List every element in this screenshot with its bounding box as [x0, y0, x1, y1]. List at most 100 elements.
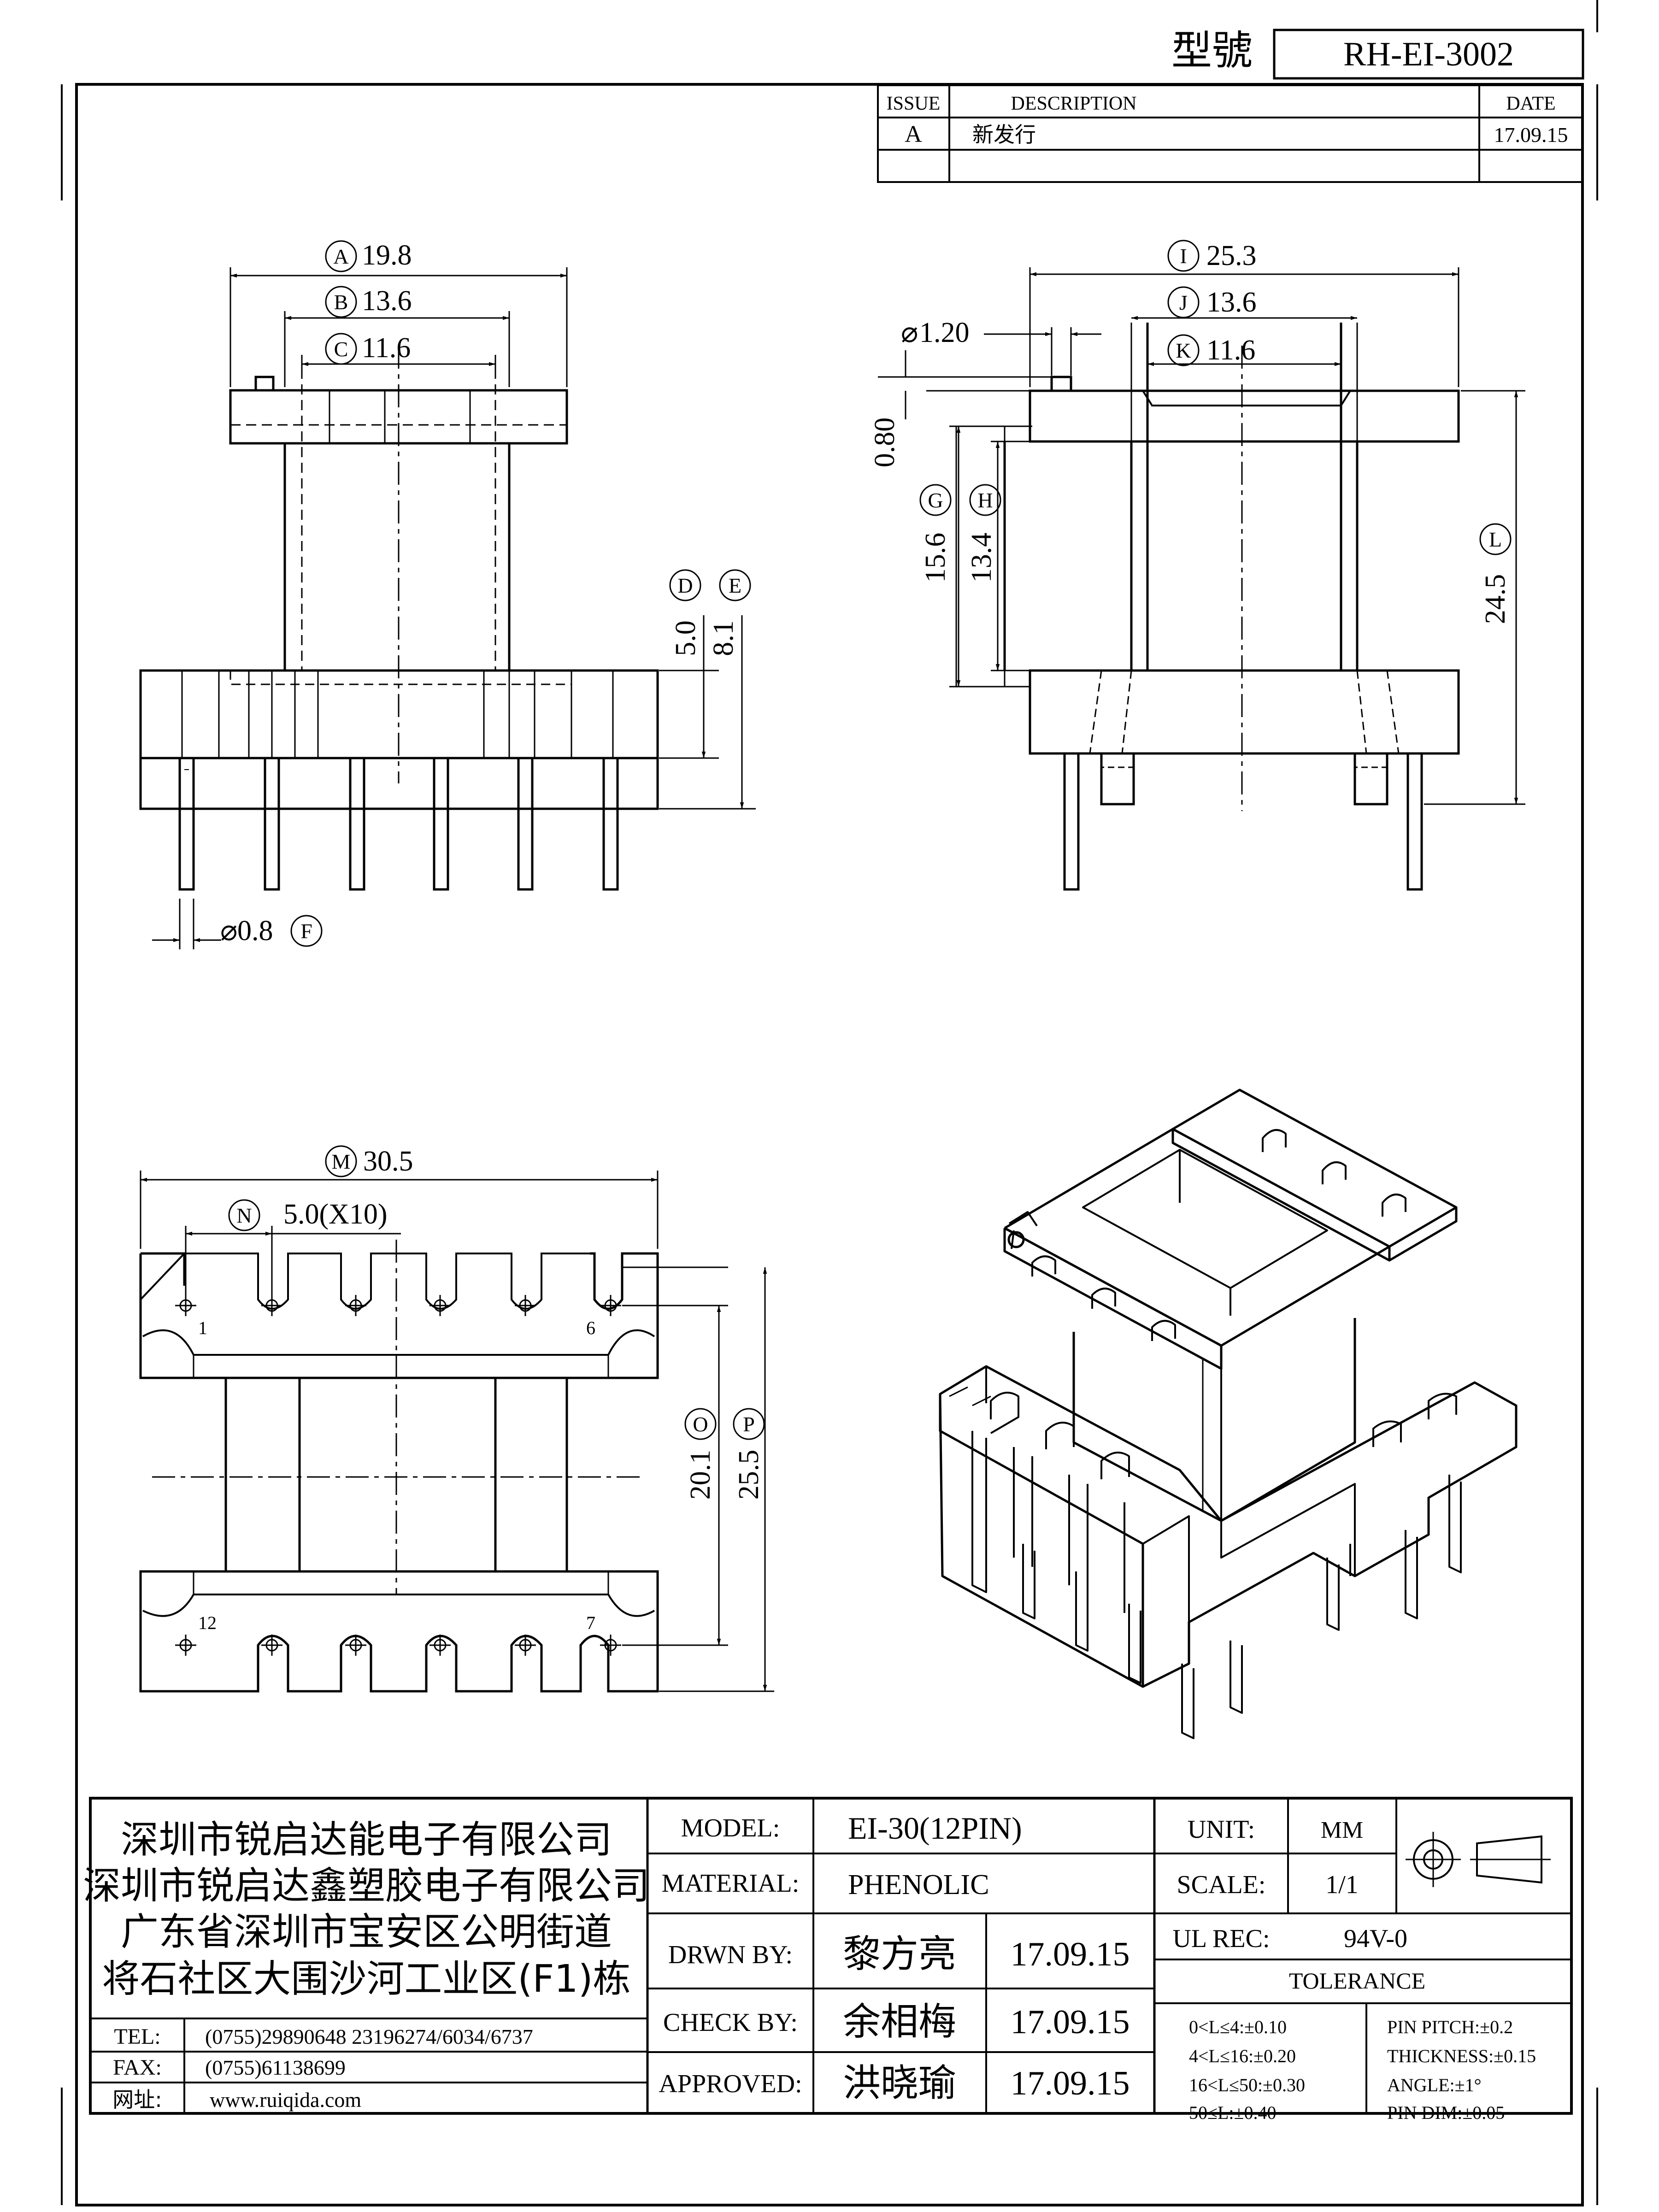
drawn-by: 黎方亮: [843, 1932, 956, 1976]
svg-text:J: J: [1179, 291, 1188, 314]
front-view-labels: A 19.8 B 13.6 C 11.6 D E 5.0 8.1 ⌀ 0.8 F: [220, 240, 751, 947]
company-line-3: 广东省深圳市宝安区公明街道: [121, 1910, 612, 1954]
tolerance-right-2: THICKNESS:±0.15: [1387, 2046, 1536, 2066]
company-line-1: 深圳市锐启达能电子有限公司: [121, 1818, 612, 1862]
pin-label-12: 12: [198, 1612, 217, 1633]
bottom-view-dimensions: [140, 1171, 774, 1692]
dim-d: 5.0: [670, 620, 701, 656]
unit-value: MM: [1321, 1817, 1363, 1843]
pin-label-6: 6: [586, 1318, 595, 1338]
model-field-label: MODEL:: [681, 1814, 780, 1842]
drawn-date: 17.09.15: [1011, 1936, 1130, 1973]
tolerance-right-4: PIN DIM:±0.05: [1387, 2102, 1505, 2123]
tel-value: (0755)29890648 23196274/6034/6737: [205, 2025, 533, 2048]
dim-f: 0.8: [237, 915, 273, 947]
svg-text:F: F: [300, 919, 312, 943]
pin-label-1: 1: [198, 1318, 207, 1338]
scale-value: 1/1: [1325, 1871, 1359, 1899]
check-date: 17.09.15: [1011, 2003, 1130, 2041]
side-view-dimensions: [878, 267, 1525, 805]
rev-description: 新发行: [972, 122, 1036, 147]
front-view: [139, 346, 659, 891]
ul-value: 94V-0: [1344, 1924, 1407, 1953]
dim-g: 15.6: [920, 533, 951, 583]
bottom-view: [139, 1240, 659, 1693]
rev-issue: A: [905, 121, 922, 147]
web-value: www.ruiqida.com: [210, 2088, 361, 2112]
svg-text:D: D: [677, 574, 693, 597]
side-view: [955, 323, 1460, 891]
svg-text:I: I: [1180, 244, 1187, 268]
svg-text:H: H: [977, 488, 993, 512]
pin-label-7: 7: [586, 1612, 595, 1633]
material-label: MATERIAL:: [662, 1869, 800, 1898]
tolerance-left-4: 50≤L:±0.40: [1189, 2102, 1276, 2123]
approved-date: 17.09.15: [1011, 2065, 1130, 2102]
dim-h: 13.4: [966, 533, 997, 583]
bottom-view-pins: [175, 1295, 621, 1656]
tolerance-left-3: 16<L≤50:±0.30: [1189, 2075, 1305, 2095]
svg-text:B: B: [334, 290, 348, 314]
tolerance-left-2: 4<L≤16:±0.20: [1189, 2046, 1296, 2066]
svg-text:L: L: [1489, 528, 1502, 551]
dim-m: 30.5: [363, 1146, 413, 1177]
dim-j: 13.6: [1206, 287, 1257, 318]
rev-header-description: DESCRIPTION: [1011, 93, 1136, 114]
svg-text:M: M: [332, 1150, 351, 1173]
side-view-labels: I 25.3 J 13.6 K 11.6 ⌀ 1.20 0.80 G H 15.…: [869, 240, 1512, 624]
approved-label: APPROVED:: [659, 2070, 802, 2098]
unit-label: UNIT:: [1188, 1815, 1255, 1844]
fax-value: (0755)61138699: [205, 2056, 346, 2079]
approved-by: 洪晓瑜: [843, 2061, 956, 2105]
isometric-view: [939, 1088, 1518, 1739]
model-label: 型號: [1171, 27, 1253, 74]
svg-text:G: G: [928, 488, 943, 512]
rev-header-date: DATE: [1506, 93, 1555, 114]
tolerance-left-1: 0<L≤4:±0.10: [1189, 2017, 1287, 2037]
model-field-value: EI-30(12PIN): [848, 1811, 1022, 1846]
svg-text:⌀: ⌀: [901, 317, 918, 348]
dim-b: 13.6: [362, 285, 412, 317]
tolerance-label: TOLERANCE: [1289, 1968, 1425, 1994]
revision-table: ISSUE DESCRIPTION DATE A 新发行 17.09.15: [877, 84, 1584, 183]
pin-hole-top-row: [175, 1295, 621, 1316]
projection-symbol-icon: [1406, 1832, 1551, 1887]
dim-pin-small-dia: 1.20: [919, 317, 970, 348]
dim-p: 25.5: [733, 1450, 765, 1500]
company-line-4: 将石社区大围沙河工业区(F1)栋: [102, 1957, 630, 2001]
tel-label: TEL:: [114, 2024, 160, 2049]
rev-header-issue: ISSUE: [887, 93, 941, 114]
pin-hole-bottom-row: [175, 1635, 621, 1656]
company-info: 深圳市锐启达能电子有限公司 深圳市锐启达鑫塑胶电子有限公司 广东省深圳市宝安区公…: [83, 1818, 650, 2112]
svg-text:K: K: [1176, 339, 1191, 362]
tolerance-right-3: ANGLE:±1°: [1387, 2075, 1482, 2095]
material-value: PHENOLIC: [848, 1869, 989, 1900]
bottom-view-labels: M 30.5 N 5.0(X10) 1 6 12 7 O P 20.1 25.5: [198, 1145, 765, 1633]
model-number: RH-EI-3002: [1343, 35, 1514, 73]
title-block-grid: [89, 1797, 1573, 2115]
sheet-frame: [61, 0, 1598, 2206]
dim-c: 11.6: [362, 332, 411, 364]
svg-text:P: P: [743, 1412, 755, 1436]
front-view-dimensions: [152, 267, 756, 949]
svg-text:⌀: ⌀: [220, 915, 237, 947]
drawn-label: DRWN BY:: [668, 1941, 793, 1969]
tolerance-right-1: PIN PITCH:±0.2: [1387, 2017, 1513, 2037]
dim-pin-offset: 0.80: [869, 418, 900, 468]
web-label: 网址:: [112, 2087, 162, 2112]
scale-label: SCALE:: [1177, 1871, 1266, 1899]
svg-text:A: A: [333, 245, 348, 268]
rev-date: 17.09.15: [1494, 123, 1568, 147]
dim-a: 19.8: [362, 240, 412, 271]
dim-e: 8.1: [708, 620, 739, 656]
svg-text:E: E: [729, 574, 741, 597]
fax-label: FAX:: [113, 2055, 162, 2080]
spec-block: MODEL: EI-30(12PIN) MATERIAL: PHENOLIC D…: [659, 1811, 1536, 2123]
svg-text:C: C: [334, 337, 348, 361]
ul-label: UL REC:: [1172, 1924, 1270, 1953]
company-line-2: 深圳市锐启达鑫塑胶电子有限公司: [83, 1864, 650, 1908]
svg-text:N: N: [236, 1204, 252, 1227]
dim-k: 11.6: [1206, 335, 1255, 366]
dim-l: 24.5: [1480, 574, 1511, 624]
